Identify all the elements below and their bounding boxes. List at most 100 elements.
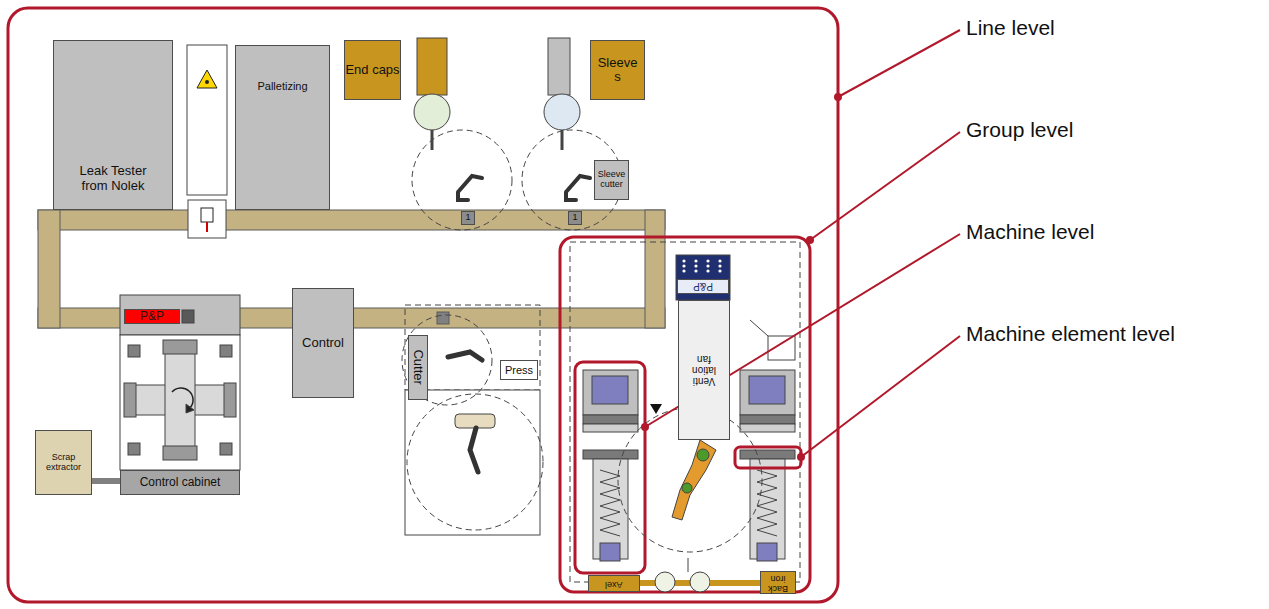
- leader-dot: [641, 423, 649, 431]
- station-label: P&P: [693, 281, 713, 292]
- group-level-frame: [560, 237, 810, 592]
- station-label: Scrap extractor: [39, 453, 89, 473]
- feeder-robots: [544, 94, 580, 130]
- group-parts: [650, 404, 662, 414]
- station-box: Axel: [588, 575, 640, 592]
- laser-station: [206, 222, 208, 232]
- group-parts: [710, 580, 760, 586]
- press-machine: [757, 470, 777, 536]
- feeder-robots: [414, 94, 450, 130]
- group-parts: [672, 440, 716, 520]
- group-parts: [655, 572, 675, 592]
- pick-and-place-station: [120, 295, 240, 335]
- group-parts: [706, 264, 709, 267]
- press-machine: [600, 543, 620, 561]
- press-machine: [740, 450, 795, 459]
- conveyor: [645, 210, 665, 328]
- conveyor: [38, 210, 60, 328]
- level-callout: Group level: [966, 118, 1073, 141]
- station-label: Cutter: [411, 350, 425, 385]
- feeder-robots: [417, 38, 447, 95]
- laser-station: [187, 45, 227, 238]
- feeder-robots: [566, 176, 590, 200]
- press-machine: [749, 376, 785, 404]
- conveyor: [39, 211, 59, 327]
- station-label: Sleeve cutter: [595, 170, 628, 190]
- leader-line: [641, 30, 960, 461]
- pick-and-place-station: [128, 443, 140, 455]
- station-box: Palletizing: [235, 45, 330, 210]
- level-outline: [735, 447, 801, 468]
- cutter-press-cell: [448, 352, 482, 360]
- press-machine: [600, 470, 620, 536]
- pick-and-place-station: [220, 345, 232, 357]
- leader-line: [801, 336, 960, 457]
- station-label: 1: [572, 213, 577, 223]
- station-label: Sleeve s: [596, 56, 640, 85]
- level-callout: Machine level: [966, 220, 1094, 243]
- feeder-robots: [548, 38, 570, 95]
- press-machine: [740, 415, 795, 424]
- station-box: 1: [568, 211, 582, 225]
- press-machine: [592, 376, 628, 404]
- group-level-frame: [570, 242, 800, 582]
- line-level-frame: [8, 8, 838, 602]
- group-parts: [690, 572, 710, 592]
- laser-station: [201, 208, 213, 222]
- press-machine: [757, 543, 777, 561]
- level-callout: Machine element level: [966, 322, 1175, 345]
- pick-and-place-station: [186, 404, 194, 413]
- group-parts: [718, 259, 721, 262]
- laser-station: [187, 45, 227, 195]
- feeder-robots: [561, 130, 564, 150]
- station-box: End caps: [344, 40, 401, 100]
- group-parts: [718, 269, 721, 272]
- group-parts: [688, 558, 689, 572]
- pick-and-place-station: [182, 310, 194, 323]
- group-parts: [694, 264, 697, 267]
- station-label: End caps: [345, 63, 399, 77]
- group-parts: [618, 255, 795, 592]
- press-machine: [583, 370, 638, 415]
- laser-station: [197, 70, 217, 88]
- station-box: Scrap extractor: [35, 430, 92, 495]
- leader-line: [838, 30, 960, 97]
- station-label: Back iron: [763, 573, 793, 593]
- leader-dot: [797, 453, 805, 461]
- group-level-frame: [560, 237, 810, 592]
- station-label: Control: [302, 336, 344, 350]
- feeder-robots: [458, 176, 482, 200]
- pick-and-place-station: [92, 478, 120, 484]
- group-parts: [682, 259, 685, 262]
- station-box: Back iron: [760, 571, 796, 594]
- group-parts: [682, 264, 685, 267]
- cutter-press-cell: [470, 428, 478, 472]
- leader-line: [810, 132, 960, 240]
- station-label: Control cabinet: [140, 476, 221, 489]
- pick-and-place-station: [163, 340, 197, 354]
- press-machine: [583, 450, 638, 459]
- station-label: Axel: [605, 579, 623, 589]
- pick-and-place-station: [120, 335, 240, 470]
- station-label: P&P: [140, 310, 164, 323]
- cutter-press-cell: [405, 390, 540, 535]
- cutter-press-cell: [402, 315, 492, 405]
- station-label: Palletizing: [257, 80, 307, 92]
- pick-and-place-station: [163, 446, 197, 460]
- pick-and-place-station: [128, 345, 140, 357]
- feeder-robots: [412, 130, 512, 230]
- station-box: Press: [500, 360, 538, 380]
- conveyor: [646, 211, 664, 327]
- pick-and-place-station: [92, 295, 240, 484]
- cutter-press-cell: [407, 394, 543, 530]
- pick-and-place-station: [220, 443, 232, 455]
- laser-station: [205, 80, 209, 84]
- station-box: Control: [292, 288, 354, 398]
- station-label: Leak Tester from Nolek: [72, 164, 154, 193]
- station-box: Leak Tester from Nolek: [53, 40, 173, 210]
- group-parts: [694, 259, 697, 262]
- leader-dot: [834, 93, 842, 101]
- group-parts: [682, 483, 692, 493]
- press-machine: [583, 415, 638, 424]
- station-label: Press: [505, 364, 533, 376]
